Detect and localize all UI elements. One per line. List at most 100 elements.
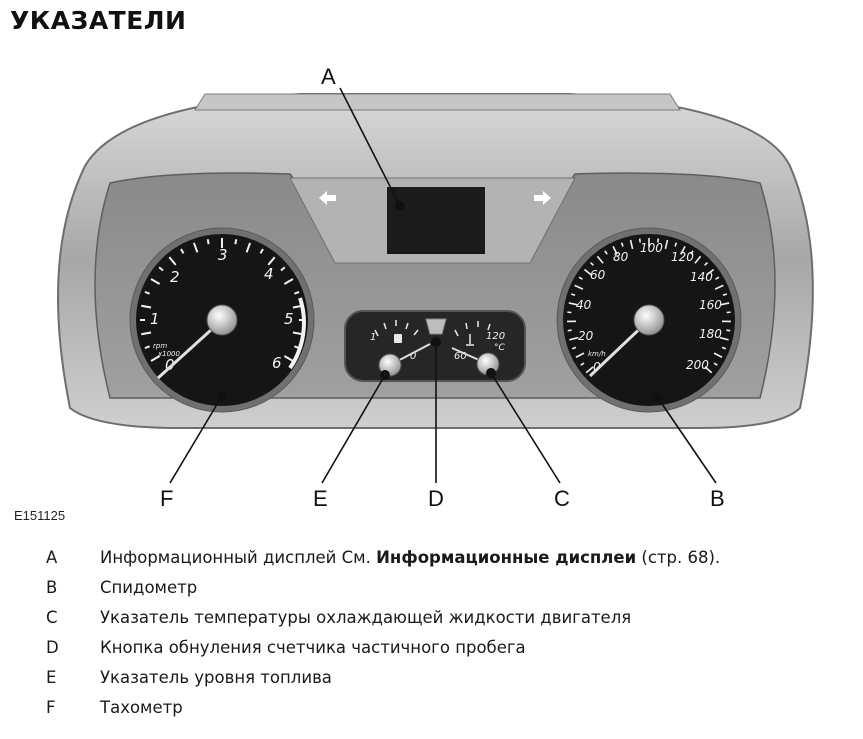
speed-tick <box>704 261 709 266</box>
tach-tick <box>280 266 286 272</box>
callout-b: B <box>710 486 725 511</box>
speed-tick <box>704 366 713 374</box>
tach-tick <box>259 248 264 254</box>
coolant-thermometer-icon <box>466 334 474 346</box>
speed-tick <box>568 302 578 306</box>
speed-tick <box>571 346 577 350</box>
speed-number-200: 200 <box>686 358 709 372</box>
temperature-low-label: 60 <box>454 351 467 362</box>
callout-e: E <box>313 486 328 511</box>
speed-number-120: 120 <box>671 250 694 264</box>
speed-tick <box>629 239 634 250</box>
callout-d: D <box>428 486 444 511</box>
speed-unit: km/h <box>588 350 606 358</box>
tach-tick <box>141 304 152 309</box>
tachometer: 1 2 3 4 5 6 0 rpm x1000 <box>129 227 315 413</box>
callout-dot-c <box>486 368 496 378</box>
speed-tick <box>585 366 594 374</box>
legend-key: A <box>46 548 58 567</box>
tach-tick <box>206 239 210 245</box>
fuel-gauge-empty-label: 0 <box>410 351 416 362</box>
speed-tick <box>726 329 731 332</box>
callout-dot-a <box>395 201 405 211</box>
temperature-gauge <box>454 321 491 337</box>
speed-tick <box>567 329 572 332</box>
tach-number-0: 0 <box>165 356 175 374</box>
speed-number-140: 140 <box>690 270 713 284</box>
tach-tick <box>283 278 294 285</box>
tach-number-2: 2 <box>170 268 180 286</box>
tach-tick <box>234 239 238 245</box>
speed-tick <box>574 284 584 290</box>
callout-line-e <box>321 374 386 484</box>
speed-number-160: 160 <box>699 298 722 312</box>
legend-text: Информационный дисплей См. Информационны… <box>100 548 720 567</box>
right-turn-indicator-icon <box>534 191 551 205</box>
speedometer: 20 40 60 80 100 120 140 160 180 200 0 km… <box>556 227 742 413</box>
speed-tick <box>664 239 669 250</box>
speed-tick <box>694 255 702 264</box>
speed-tick <box>722 293 728 297</box>
instrument-cluster-illustration: 1 0 120 °C 60 1 2 3 4 5 6 0 rpm x1000 <box>57 64 814 511</box>
speed-tick <box>719 336 729 341</box>
speed-tick <box>580 362 585 366</box>
legend-key: F <box>46 698 56 717</box>
tach-tick <box>294 291 300 295</box>
cross-reference-link[interactable]: Информационные дисплеи <box>376 548 637 567</box>
fuel-gauge <box>374 320 419 337</box>
tach-tick <box>141 331 152 336</box>
tach-tick <box>158 266 164 272</box>
speed-tick <box>578 276 583 280</box>
speed-tick <box>569 336 579 341</box>
fuel-gauge-full-label: 1 <box>370 332 376 343</box>
tach-tick <box>283 355 294 362</box>
legend-key: D <box>46 638 59 657</box>
legend-text-main: Информационный дисплей См. <box>100 548 377 567</box>
tach-tick <box>150 355 161 362</box>
callout-dot-f <box>217 391 227 401</box>
tach-number-6: 6 <box>272 354 282 372</box>
speed-tick <box>713 352 723 358</box>
tach-tick <box>180 248 185 254</box>
speed-tick <box>706 268 715 276</box>
speed-number-100: 100 <box>640 241 663 255</box>
legend-text: Спидометр <box>100 578 198 597</box>
tach-tick <box>150 278 161 285</box>
left-turn-indicator-icon <box>319 191 336 205</box>
page-title: УКАЗАТЕЛИ <box>10 6 187 35</box>
callout-line-f <box>169 395 223 484</box>
callout-c: C <box>554 486 570 511</box>
figure-id: E151125 <box>14 508 66 523</box>
callout-dot-d <box>431 337 441 347</box>
speed-tick <box>690 250 694 255</box>
temperature-high-label: 120 <box>486 331 505 342</box>
speed-tick <box>575 352 585 358</box>
tach-tick <box>193 242 199 253</box>
callout-f: F <box>160 486 173 511</box>
callout-line-b <box>657 397 717 484</box>
cluster-visor <box>194 93 681 111</box>
tach-number-1: 1 <box>150 310 160 328</box>
speed-tick <box>612 245 618 255</box>
tach-tick <box>168 256 177 266</box>
tach-hub <box>206 304 238 336</box>
speed-tick <box>714 284 724 290</box>
tach-number-4: 4 <box>264 265 274 283</box>
speed-hub <box>633 304 665 336</box>
fuel-pump-icon <box>394 334 402 343</box>
tach-tick <box>267 256 276 266</box>
tach-number-5: 5 <box>284 310 294 328</box>
callout-line-a <box>339 87 401 207</box>
speed-tick <box>620 242 624 247</box>
speed-tick <box>713 362 718 366</box>
legend-text: Указатель температуры охлаждающей жидкос… <box>100 608 632 627</box>
callout-line-c <box>490 372 561 484</box>
tach-tick <box>144 345 150 349</box>
legend-text: Кнопка обнуления счетчика частичного про… <box>100 638 526 657</box>
information-display <box>387 187 485 254</box>
speed-tick <box>720 302 730 306</box>
tach-unit-rpm: rpm <box>153 342 167 350</box>
speed-number-60: 60 <box>590 268 606 282</box>
speed-tick <box>583 268 592 276</box>
tach-tick <box>245 242 251 253</box>
